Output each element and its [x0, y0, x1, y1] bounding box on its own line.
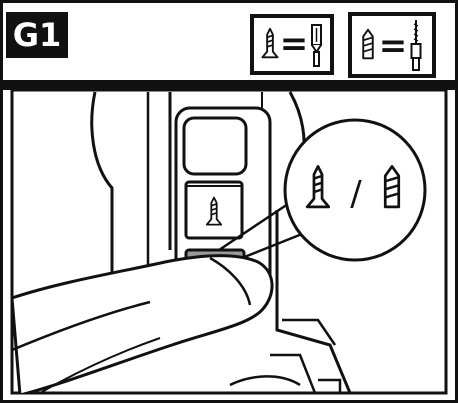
drill-icon	[385, 166, 399, 207]
legend-screwdriving: =	[252, 16, 332, 73]
magnified-callout: /	[285, 120, 425, 260]
equals-sign: =	[280, 24, 309, 64]
screwdriver-bit-icon	[312, 25, 321, 66]
drill-illustration	[12, 92, 350, 395]
upper-recess	[184, 118, 246, 174]
equals-sign: =	[379, 26, 408, 66]
legend-drilling: =	[350, 14, 434, 76]
step-label: G1	[6, 12, 68, 58]
drill-icon	[363, 30, 373, 59]
separator-slash: /	[350, 174, 362, 214]
